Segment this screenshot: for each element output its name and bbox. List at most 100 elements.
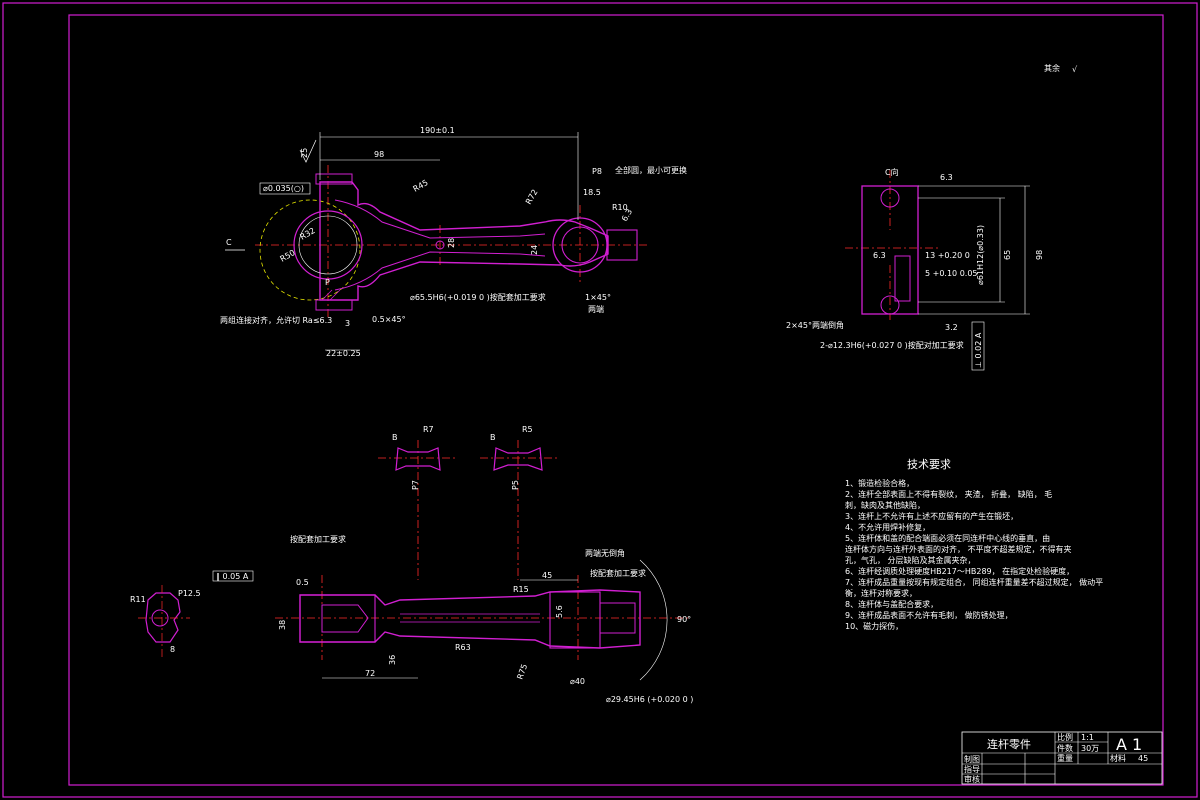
detail-p12: P12.5 [178,589,201,598]
bottom-dim-45: 45 [542,571,552,580]
tb-check: 指导 [964,764,980,774]
section1-label: B [392,433,398,442]
big-end-inner [334,199,546,291]
bottom-dim-90: 90° [677,615,691,624]
cap-tab-bottom [315,299,353,311]
bottom-dim-29: ⌀29.45H6 (+0.020 0 ) [606,695,693,704]
phantom-circle [259,199,361,301]
bottom-arc [639,559,668,681]
tb-scale-label: 比例 [1057,732,1073,742]
side-dim-98: 98 [1035,250,1044,260]
small-end-boss [606,229,638,261]
side-bolt-bottom [880,295,900,315]
bottom-dim-36: 36 [388,655,397,665]
tolerance-frame [259,182,311,195]
side-hole-note: 2-⌀12.3H6(+0.027 0 )按配对加工要求 [820,340,964,350]
section2-shape [493,447,543,471]
roughness-label: 其余 [1044,63,1060,73]
inner-border [68,14,1164,786]
detail-hole [151,609,169,627]
dim-28: 28 [447,238,456,248]
tb-drawn: 制图 [964,754,980,764]
bottom-small-end [549,591,601,649]
chamfer-05: 0.5×45° [372,315,406,324]
side-dim-3-2: 3.2 [945,323,958,332]
tb-review: 审核 [964,774,980,784]
dim-overall-length: 190±0.1 [420,126,455,135]
section2-r5: R5 [522,425,533,434]
big-end-outline [319,181,609,301]
tech-item-12: 8、连杆体与盖配合要求， [845,599,938,609]
dim-r10: R10 [612,203,628,212]
tech-item-11: 衡，连杆对称要求， [845,588,917,598]
tb-material-label: 材料 [1110,753,1126,763]
side-dim-13: 13 +0.20 0 [925,251,970,260]
bottom-note-right: 两端无倒角 [585,548,625,558]
roughness-sym-front [299,139,317,163]
section-views: B R7 P7 B R5 P5 [378,425,558,580]
title-block-frame [961,731,1163,785]
bottom-note-left: 按配套加工要求 [290,534,346,544]
side-slot [894,255,911,302]
bottom-dim-40: ⌀40 [570,677,585,686]
side-tolerance: ⊥ 0.02 A [974,332,983,368]
big-end-bore [293,210,363,280]
section2-label: B [490,433,496,442]
tb-name: 连杆零件 [987,737,1031,751]
side-dim-5: 5 +0.10 0.05 [925,269,978,278]
bottom-dim-5-6: 5.6 [555,605,564,618]
dim-98: 98 [374,150,384,159]
bore-note: ⌀65.5H6(+0.019 0 )按配套加工要求 [410,292,546,302]
section1-mark: P7 [411,480,420,490]
tech-item-2: 2、连杆全部表面上不得有裂纹， 夹渣， 折叠， 缺陷， 毛 [845,489,1052,499]
tech-requirements: 技术要求 1、锻造检验合格， 2、连杆全部表面上不得有裂纹， 夹渣， 折叠， 缺… [845,458,1103,631]
side-dim-6-3b: 6.3 [873,251,886,260]
dim-r32: R32 [299,226,317,242]
bottom-outline [299,589,641,649]
bottom-tol-frame [212,570,254,582]
tech-item-3: 刺，缺肉及其他缺陷， [845,500,925,510]
label-c-front: C [226,238,232,247]
tech-item-7: 连杆体方向与连杆外表面的对齐， 不平度不超差规定，不得有夹 [845,544,1072,554]
tech-item-10: 7、连杆成品重量按现有规定组合， 同组连杆重量差不超过规定， 做动平 [845,577,1103,587]
tech-item-1: 1、锻造检验合格， [845,478,914,488]
side-view: C向 6.3 65 98 ⌀61H12(⌀0.33) 13 +0.20 0 5 … [786,167,1044,371]
tb-scale-value: 1:1 [1081,733,1094,742]
dim-p8: P8 [592,167,602,176]
side-chamfer-note: 2×45°两端倒角 [786,320,844,330]
title-block: 连杆零件 比例 1:1 件数 30万 A 1 重量 材料 45 制图 指导 审核 [961,731,1163,785]
left-note: 两组连接对齐，允许切 Ra≤6.3 [220,315,332,325]
bottom-note-small: 按配套加工要求 [590,568,646,578]
bottom-dim-r75: R75 [515,663,529,681]
bottom-dim-0-5: 0.5 [296,578,309,587]
bottom-tolerance: ∥ 0.05 A [216,572,249,581]
bottom-dim-38: 38 [278,620,287,630]
tech-item-5: 4、不允许用焊补修复， [845,522,930,532]
tech-item-14: 10、磁力探伤， [845,621,903,631]
bottom-dim-72: 72 [365,669,375,678]
small-end-bore [561,226,599,264]
oil-hole [435,240,445,250]
dim-3: 3 [345,319,350,328]
side-label-c: C向 [885,167,899,177]
side-dim-65: 65 [1003,250,1012,260]
cap-tab-top [315,173,353,185]
dim-22: 22±0.25 [326,349,361,358]
side-dim-h: ⌀61H12(⌀0.33) [976,225,985,285]
tb-material-value: 45 [1138,754,1148,763]
section2-mark: P5 [511,480,520,490]
chamfer-label: 两端 [588,304,604,314]
bottom-view: 按配套加工要求 两端无倒角 按配套加工要求 ∥ 0.05 A 0.5 38 36… [130,534,693,704]
tech-item-6: 5、连杆体和盖的配合端面必须在同连杆中心线的垂直，由 [845,533,1050,543]
section1-shape [395,447,441,471]
detail-r11: R11 [130,595,146,604]
detail-shape [145,592,181,643]
section1-r7: R7 [423,425,434,434]
dim-tolerance: ⌀0.035(○) [263,184,304,193]
tech-item-8: 孔，气孔， 分层缺陷及其金属夹杂， [845,555,976,565]
tech-item-9: 6、连杆经调质处理硬度HB217～HB289， 在指定处检验硬度， [845,566,1074,576]
tech-title: 技术要求 [907,458,951,471]
hatch-section [321,289,333,301]
note-right: 全部圆，最小可更换 [615,165,687,175]
